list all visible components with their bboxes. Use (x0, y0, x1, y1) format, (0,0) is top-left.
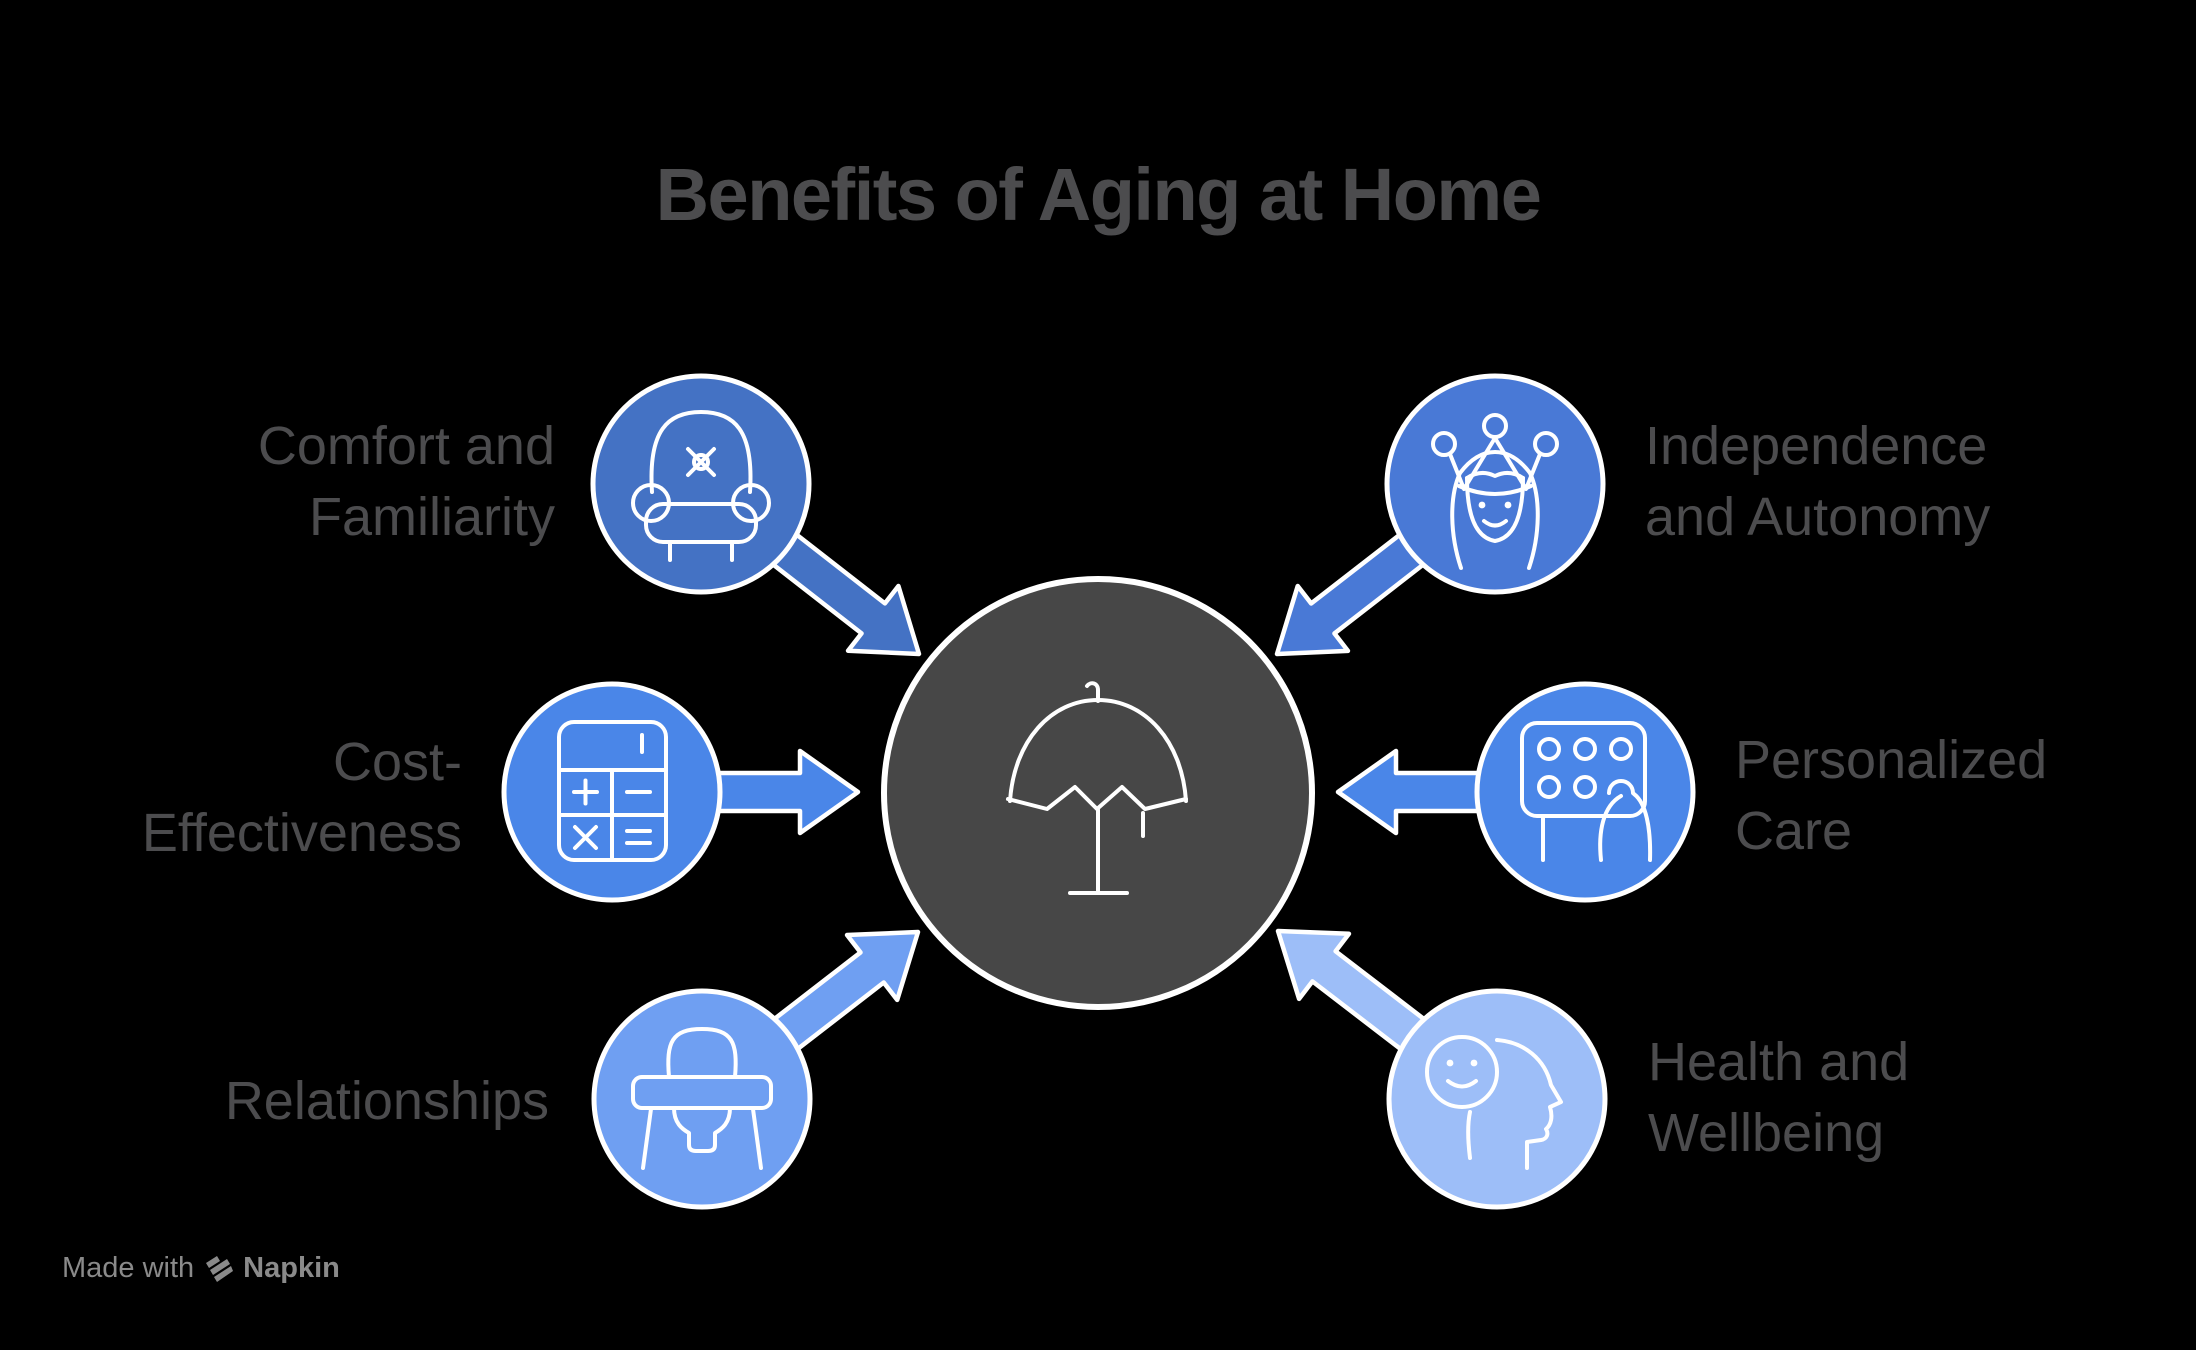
umbrella-icon (1006, 681, 1188, 895)
independence-circle (1384, 373, 1606, 595)
calculator-icon (557, 720, 668, 862)
queen-icon (1431, 413, 1559, 570)
armchair-icon (631, 410, 771, 562)
diagram-title: Benefits of Aging at Home (655, 153, 1542, 236)
watermark: Made with Napkin (62, 1252, 340, 1285)
comfort-circle (590, 373, 812, 595)
watermark-prefix: Made with (62, 1252, 195, 1284)
high-chair-icon (631, 1027, 773, 1170)
personalized-label: Personalized Care (1735, 730, 2048, 862)
health-circle (1386, 988, 1608, 1210)
pill-organizer-icon (1520, 721, 1653, 862)
head-smiley-icon (1425, 1035, 1563, 1170)
independence-label: Independence and Autonomy (1645, 416, 1991, 548)
center-circle (881, 576, 1315, 1010)
watermark-brand: Napkin (243, 1252, 340, 1284)
cost-label: Cost- Effectiveness (141, 732, 462, 864)
comfort-label: Comfort and Familiarity (257, 416, 555, 548)
relationships-label: Relationships (224, 1071, 549, 1131)
health-label: Health and Wellbeing (1648, 1032, 1910, 1164)
personalized-circle (1474, 681, 1696, 903)
napkin-logo-icon (206, 1255, 234, 1282)
relationships-circle (591, 988, 813, 1210)
